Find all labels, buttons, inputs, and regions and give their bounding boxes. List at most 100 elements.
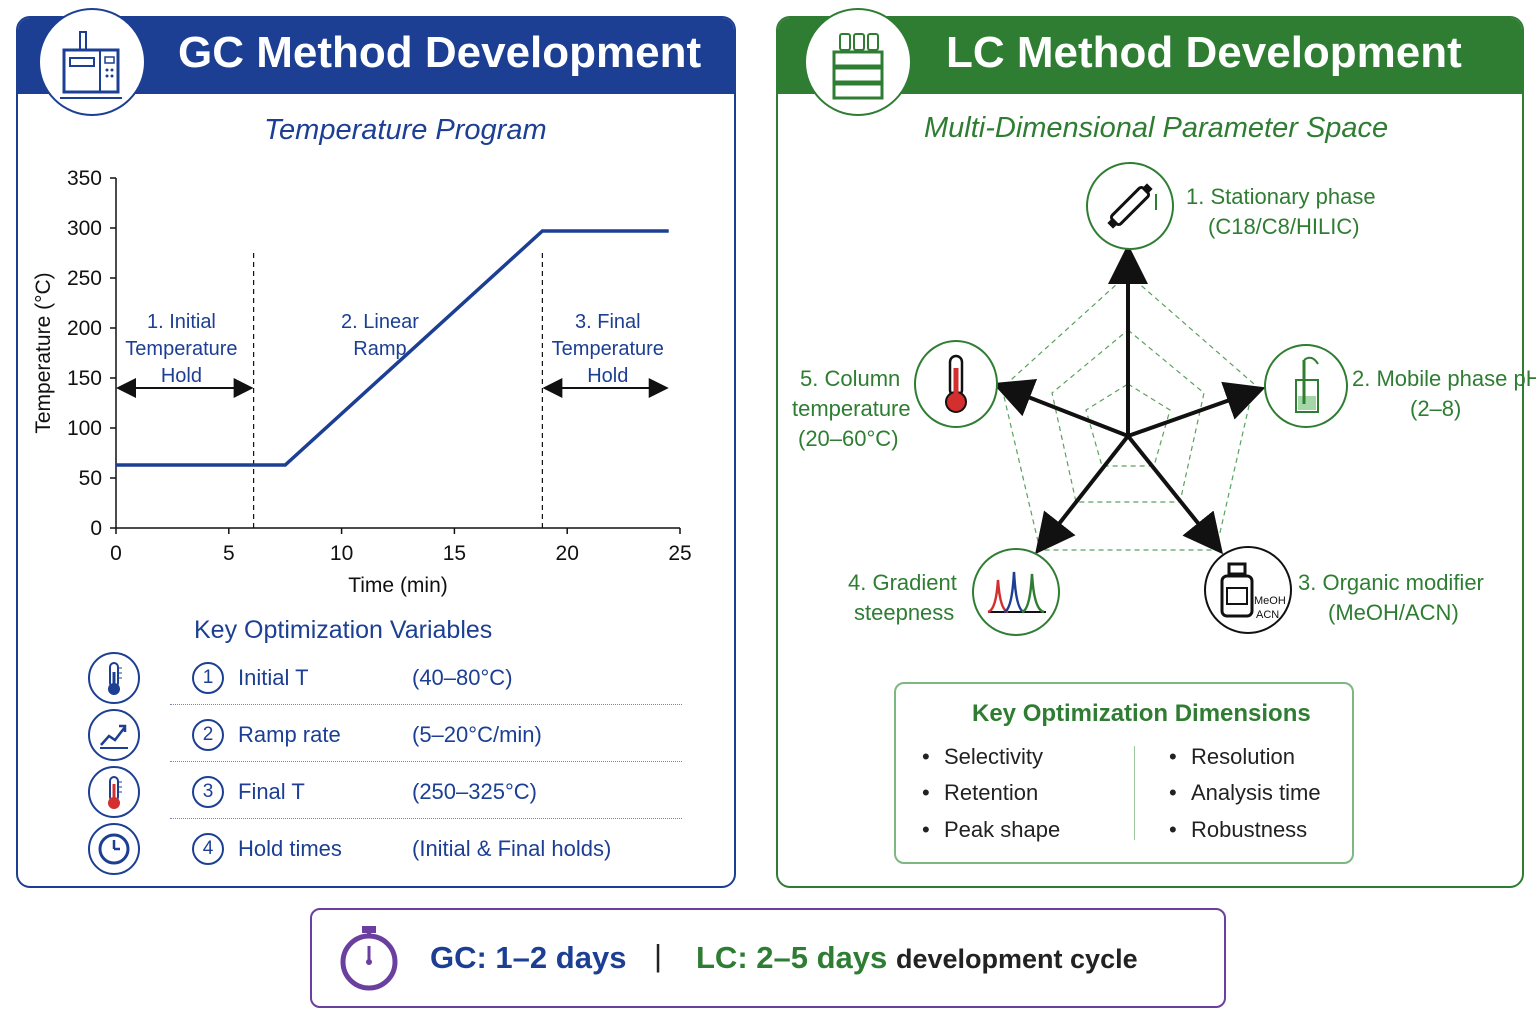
- dimension-item: Peak shape: [922, 817, 1060, 843]
- thermometer-icon: [914, 340, 998, 428]
- phase-annotation-label: 1. Initial: [147, 311, 216, 333]
- param-3-detail: (MeOH/ACN): [1328, 600, 1459, 625]
- variable-name: Hold times: [238, 836, 342, 861]
- lc-cycle-time: LC: 2–5 days: [696, 940, 888, 975]
- key-dimensions-title: Key Optimization Dimensions: [972, 700, 1311, 727]
- y-tick-label: 50: [79, 467, 102, 490]
- param-2-detail: (2–8): [1410, 396, 1462, 421]
- param-4-detail: steepness: [854, 600, 955, 625]
- y-tick-label: 150: [67, 367, 102, 390]
- param-3-name: Organic modifier: [1322, 570, 1484, 595]
- solvent-bottle-icon: MeOH ACN: [1204, 546, 1292, 634]
- param-2-name: Mobile phase pH: [1376, 366, 1536, 391]
- gc-variables-title: Key Optimization Variables: [194, 616, 493, 644]
- dimension-item: Resolution: [1169, 744, 1295, 770]
- x-tick-label: 20: [556, 542, 579, 565]
- row-divider: [170, 761, 682, 762]
- param-4-name: Gradient: [872, 570, 957, 595]
- gc-subtitle: Temperature Program: [264, 114, 547, 146]
- bottle-label-meoh: MeOH: [1254, 595, 1286, 607]
- variable-name: Initial T: [238, 665, 309, 690]
- row-divider: [170, 704, 682, 705]
- column-icon: [1086, 162, 1174, 250]
- lc-title: LC Method Development: [946, 28, 1462, 77]
- x-tick-label: 25: [668, 542, 691, 565]
- param-5-num: 5.: [800, 366, 819, 391]
- y-tick-label: 350: [67, 167, 102, 190]
- param-5-name: Column: [824, 366, 901, 391]
- param-2-num: 2.: [1352, 366, 1371, 391]
- param-5-extra: (20–60°C): [798, 426, 899, 451]
- lc-panel: LC Method Development Multi-Dimensional …: [776, 16, 1524, 888]
- phase-annotation-label: Ramp: [353, 338, 406, 360]
- variable-name: Final T: [238, 779, 305, 804]
- gc-cycle-time: GC: 1–2 days: [430, 940, 627, 975]
- radar-grid-ring: [1085, 383, 1171, 467]
- bottle-label-acn: ACN: [1256, 609, 1279, 621]
- x-tick-label: 0: [110, 542, 122, 565]
- radar-grid-ring: [1051, 329, 1205, 503]
- radar-grid-ring: [1001, 273, 1255, 551]
- y-axis-label: Temperature (°C): [32, 272, 55, 433]
- param-4-label: 4. Gradient: [848, 570, 957, 596]
- axis-column-temperature: [992, 379, 1129, 438]
- axis-organic-modifier: [1126, 434, 1224, 555]
- chromatogram-icon: [972, 548, 1060, 636]
- phase-annotation-label: 2. Linear: [341, 311, 419, 333]
- param-3-num: 3.: [1298, 570, 1317, 595]
- dimension-item: Retention: [922, 780, 1038, 806]
- x-tick-label: 15: [443, 542, 466, 565]
- param-5-label: 5. Column: [800, 366, 900, 392]
- param-3-label: 3. Organic modifier: [1298, 570, 1484, 596]
- variable-name: Ramp rate: [238, 722, 341, 747]
- param-4-num: 4.: [848, 570, 867, 595]
- trend-chart-icon: [88, 709, 140, 761]
- phase-annotation-label: Temperature: [125, 338, 237, 360]
- param-1-name: Stationary phase: [1210, 184, 1376, 209]
- clock-icon: [88, 823, 140, 875]
- summary-separator: |: [654, 938, 663, 973]
- y-tick-label: 200: [67, 317, 102, 340]
- y-tick-label: 250: [67, 267, 102, 290]
- summary-tail: development cycle: [896, 944, 1138, 974]
- param-1-label: 1. Stationary phase: [1186, 184, 1376, 210]
- param-1-detail: (C18/C8/HILIC): [1208, 214, 1360, 239]
- x-tick-label: 5: [223, 542, 235, 565]
- variable-number: 4: [192, 833, 224, 865]
- temperature-program-line: [116, 229, 669, 467]
- variable-number: 1: [192, 662, 224, 694]
- lc-subtitle: Multi-Dimensional Parameter Space: [924, 112, 1389, 144]
- axis-mobile-phase-ph: [1127, 381, 1266, 438]
- row-divider: [170, 818, 682, 819]
- gc-instrument-icon: [38, 8, 146, 116]
- axis-gradient-steepness: [1035, 434, 1130, 555]
- dimension-item: Selectivity: [922, 744, 1043, 770]
- y-tick-label: 100: [67, 417, 102, 440]
- param-2-label: 2. Mobile phase pH: [1352, 366, 1536, 392]
- param-1-num: 1.: [1186, 184, 1205, 209]
- dimensions-divider: [1134, 746, 1135, 840]
- gc-title: GC Method Development: [178, 28, 702, 77]
- param-5-detail: temperature: [792, 396, 911, 421]
- x-tick-label: 10: [330, 542, 353, 565]
- phase-annotation-label: Temperature: [552, 338, 664, 360]
- variable-range: (Initial & Final holds): [412, 836, 612, 861]
- dimension-item: Robustness: [1169, 817, 1307, 843]
- phase-annotation-label: 3. Final: [575, 311, 641, 333]
- variable-number: 2: [192, 719, 224, 751]
- development-cycle-summary: GC: 1–2 days | LC: 2–5 days development …: [310, 908, 1226, 1008]
- variable-range: (250–325°C): [412, 779, 537, 804]
- key-dimensions-box: Key Optimization Dimensions Selectivity …: [894, 682, 1354, 864]
- variable-range: (40–80°C): [412, 665, 513, 690]
- thermometer-icon: [88, 652, 140, 704]
- thermometer-icon: [88, 766, 140, 818]
- variable-range: (5–20°C/min): [412, 722, 542, 747]
- lc-instrument-icon: [804, 8, 912, 116]
- ph-probe-beaker-icon: [1264, 344, 1348, 428]
- y-tick-label: 300: [67, 217, 102, 240]
- stopwatch-icon: [336, 922, 402, 999]
- variable-number: 3: [192, 776, 224, 808]
- dimension-item: Analysis time: [1169, 780, 1321, 806]
